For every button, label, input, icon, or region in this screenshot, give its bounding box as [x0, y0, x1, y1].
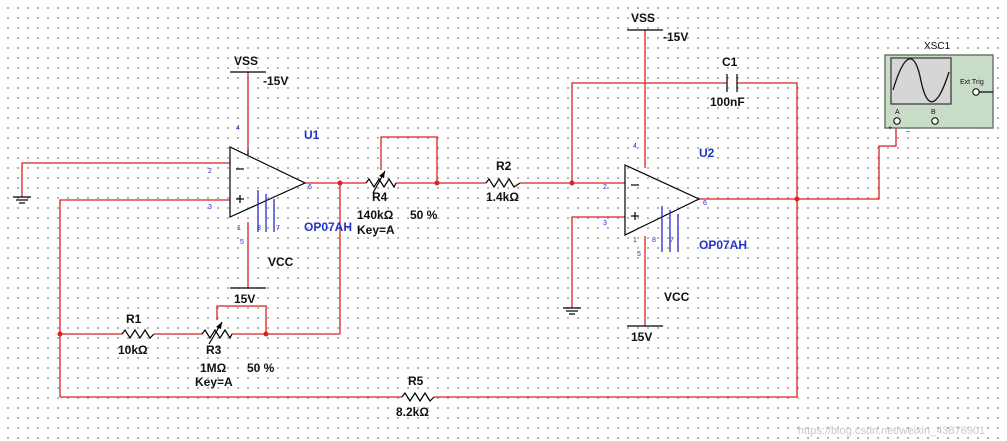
junction-dot — [794, 196, 800, 202]
r4-percent: 50 % — [410, 208, 438, 222]
capacitor-c1[interactable] — [726, 74, 738, 92]
ground-symbol-left — [13, 196, 31, 204]
xsc1-channel-b-terminal[interactable] — [931, 117, 939, 125]
u2-pin-top: 4 — [633, 143, 637, 150]
u2-vss-label: VSS — [631, 11, 655, 25]
u2-model: OP07AH — [699, 238, 747, 252]
u1-pin-out: 6 — [308, 184, 312, 191]
opamp-u1[interactable]: 2 3 6 4 1 8 7 5 — [208, 125, 312, 246]
u2-vcc-value: 15V — [631, 330, 652, 344]
ground-symbol-u2 — [563, 307, 581, 315]
r5-label: R5 — [408, 374, 424, 388]
u1-pin-top: 4 — [236, 125, 240, 132]
resistor-r5[interactable] — [401, 391, 435, 403]
junctions — [57, 180, 800, 337]
c1-label: C1 — [722, 55, 738, 69]
u1-vcc-label: VCC — [268, 255, 294, 269]
r2-label: R2 — [496, 159, 512, 173]
xsc1-ext-trig-terminal[interactable] — [972, 88, 980, 96]
junction-dot — [569, 180, 575, 186]
xsc1-channel-b-label: B — [931, 109, 936, 116]
potentiometer-r3[interactable] — [201, 321, 233, 345]
resistor-r1[interactable] — [121, 328, 155, 340]
resistor-r2[interactable] — [485, 177, 521, 189]
sine-wave-icon — [892, 58, 950, 103]
r3-key: Key=A — [195, 375, 233, 389]
wires — [21, 30, 897, 398]
u1-vss-label: VSS — [234, 54, 258, 68]
u2-label: U2 — [699, 146, 715, 160]
junction-dot — [57, 331, 63, 337]
r3-label: R3 — [206, 343, 222, 357]
u1-pin-b1: 1 — [237, 225, 241, 232]
oscilloscope-xsc1[interactable] — [884, 54, 994, 129]
watermark: https://blog.csdn.net/weixin_43876901 — [798, 425, 985, 437]
potentiometer-r4[interactable] — [365, 170, 397, 194]
r1-value: 10kΩ — [118, 343, 148, 357]
u1-vss-supply: VSS -15V — [230, 54, 288, 88]
u1-pin-b3: 7 — [276, 225, 280, 232]
opamp-u2[interactable]: 2 3 6 4 1 8 7 5 — [603, 143, 707, 258]
u1-model: OP07AH — [304, 220, 352, 234]
u1-pin-non: 3 — [208, 204, 212, 211]
u1-pin-b4: 5 — [240, 239, 244, 246]
r1-label: R1 — [126, 312, 142, 326]
r3-percent: 50 % — [247, 361, 275, 375]
u2-pin-b1: 1 — [633, 237, 637, 244]
u2-pin-b2: 8 — [652, 237, 656, 244]
r2-value: 1.4kΩ — [486, 190, 519, 204]
r5-value: 8.2kΩ — [396, 405, 429, 419]
c1-value: 100nF — [710, 95, 745, 109]
u1-pin-inv: 2 — [208, 168, 212, 175]
junction-dot — [434, 180, 440, 186]
u2-pin-non: 3 — [603, 220, 607, 227]
r4-value: 140kΩ — [357, 208, 394, 222]
u2-vss-supply: VSS -15V — [627, 11, 688, 44]
u2-pin-out: 6 — [703, 200, 707, 207]
u1-pin-b2: 8 — [257, 225, 261, 232]
r4-key: Key=A — [357, 223, 395, 237]
u1-vcc-supply: VCC 15V — [230, 255, 294, 306]
u1-vcc-value: 15V — [234, 292, 255, 306]
u2-vcc-supply: VCC 15V — [627, 290, 690, 344]
xsc1-minus-label: _ — [905, 125, 910, 132]
xsc1-channel-a-label: A — [895, 109, 900, 116]
junction-dot — [263, 331, 269, 337]
u2-pin-b4: 5 — [637, 251, 641, 258]
u2-vss-value: -15V — [663, 30, 688, 44]
junction-dot — [337, 180, 343, 186]
u2-vcc-label: VCC — [664, 290, 690, 304]
xsc1-plus-label: + — [888, 125, 892, 132]
r3-value: 1MΩ — [200, 361, 227, 375]
u2-pin-b3: 7 — [670, 237, 674, 244]
u1-label: U1 — [304, 128, 320, 142]
xsc1-channel-a-terminal[interactable] — [893, 117, 901, 125]
u1-vss-value: -15V — [263, 74, 288, 88]
xsc1-label: XSC1 — [924, 41, 951, 52]
xsc1-ext-trig-label: Ext Trig — [960, 79, 984, 86]
u2-pin-inv: 2 — [603, 184, 607, 191]
r4-label: R4 — [372, 190, 388, 204]
